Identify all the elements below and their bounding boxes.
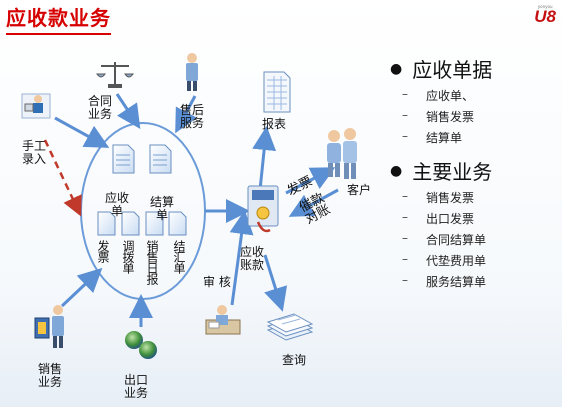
list-item: – 合同结算单 — [402, 231, 492, 248]
page-title: 应收款业务 — [6, 2, 111, 35]
bullet-icon: ● — [390, 60, 403, 77]
audit-person-icon — [205, 305, 241, 335]
list-item-label: 结算单 — [426, 131, 463, 145]
section-title-text: 主要业务 — [412, 160, 493, 184]
section-title-main-business: ● 主要业务 — [390, 156, 492, 185]
arrow-to-query — [263, 254, 288, 312]
label-doc-settlement: 结算 单 — [150, 195, 175, 222]
label-doc-invoice: 发票 — [96, 240, 110, 262]
label-sales: 销售 业务 — [38, 362, 63, 389]
doc-settlement-icon — [149, 144, 172, 174]
label-doc-daily: 销售日报 — [145, 240, 159, 284]
label-doc-adjustment: 调拨单 — [121, 240, 135, 273]
label-manual-entry: 手工 录入 — [22, 139, 47, 166]
arrow-from-customer — [288, 188, 339, 217]
arrow-manual — [54, 116, 110, 148]
bullet-icon: ● — [390, 162, 403, 179]
list-item-label: 合同结算单 — [426, 233, 487, 247]
label-contract: 合同 业务 — [88, 94, 113, 121]
doc-daily-icon — [145, 211, 164, 236]
doc-invoice-icon — [97, 211, 116, 236]
doc-receivable-icon — [112, 144, 135, 174]
section-title-text: 应收单据 — [412, 58, 493, 82]
list-item: – 结算单 — [402, 129, 492, 146]
section-title-receivable-docs: ● 应收单据 — [390, 54, 492, 83]
logo-sub: yonyou — [537, 4, 553, 9]
arrow-sales — [60, 267, 103, 308]
label-after-sales: 售后 服务 — [180, 103, 205, 130]
label-query: 查询 — [282, 353, 307, 367]
label-customer: 客户 — [347, 183, 372, 197]
doc-adjustment-icon — [121, 211, 140, 236]
customers-icon — [327, 128, 357, 179]
list-item-label: 应收单、 — [426, 89, 475, 103]
arrow-contract — [115, 93, 141, 129]
cash-register-icon — [247, 185, 279, 233]
list-item: – 服务结算单 — [402, 273, 492, 290]
service-person-icon — [186, 53, 198, 91]
label-doc-receivable: 应收 单 — [105, 191, 130, 218]
dash-icon: – — [402, 189, 408, 203]
list-item: – 出口发票 — [402, 210, 492, 227]
dash-icon: – — [402, 129, 408, 143]
list-item-label: 销售发票 — [426, 191, 475, 205]
list-item-label: 代垫费用单 — [426, 254, 487, 268]
arrow-aftersales — [175, 95, 198, 134]
list-item-label: 出口发票 — [426, 212, 475, 226]
list-item-label: 销售发票 — [426, 110, 475, 124]
dash-icon: – — [402, 108, 408, 122]
list-item: – 销售发票 — [402, 108, 492, 125]
report-icon — [263, 71, 291, 113]
person-computer-icon — [21, 93, 51, 119]
list-item: – 应收单、 — [402, 87, 492, 104]
documents-ellipse — [80, 122, 206, 300]
dash-icon: – — [402, 273, 408, 287]
list-item: – 代垫费用单 — [402, 252, 492, 269]
arrow-dashed — [43, 139, 82, 217]
label-report: 报表 — [262, 117, 287, 131]
label-receivable-account: 应收 账款 — [240, 245, 265, 272]
globe-icon — [125, 331, 157, 359]
doc-remittance-icon — [168, 211, 187, 236]
label-export: 出口 业务 — [124, 373, 149, 400]
dash-icon: – — [402, 210, 408, 224]
dash-icon: – — [402, 87, 408, 101]
dash-icon: – — [402, 231, 408, 245]
brand-logo: yonyou U8 — [534, 4, 556, 27]
list-item-label: 服务结算单 — [426, 275, 487, 289]
logo-text: U8 — [534, 7, 556, 26]
scale-icon — [96, 62, 134, 88]
arrow-audit — [229, 210, 254, 306]
list-item: – 销售发票 — [402, 189, 492, 206]
right-panel: ● 应收单据 – 应收单、 – 销售发票 – 结算单 ● 主要业务 – 销售发票 – 出口… — [390, 50, 492, 294]
dash-icon: – — [402, 252, 408, 266]
arrow-to-report — [252, 126, 277, 191]
label-doc-remittance: 结汇单 — [172, 240, 186, 273]
label-audit: 审 核 — [203, 275, 231, 289]
arrow-to-customer — [285, 167, 336, 195]
sales-person-icon — [34, 305, 64, 348]
query-docs-icon — [266, 313, 314, 341]
